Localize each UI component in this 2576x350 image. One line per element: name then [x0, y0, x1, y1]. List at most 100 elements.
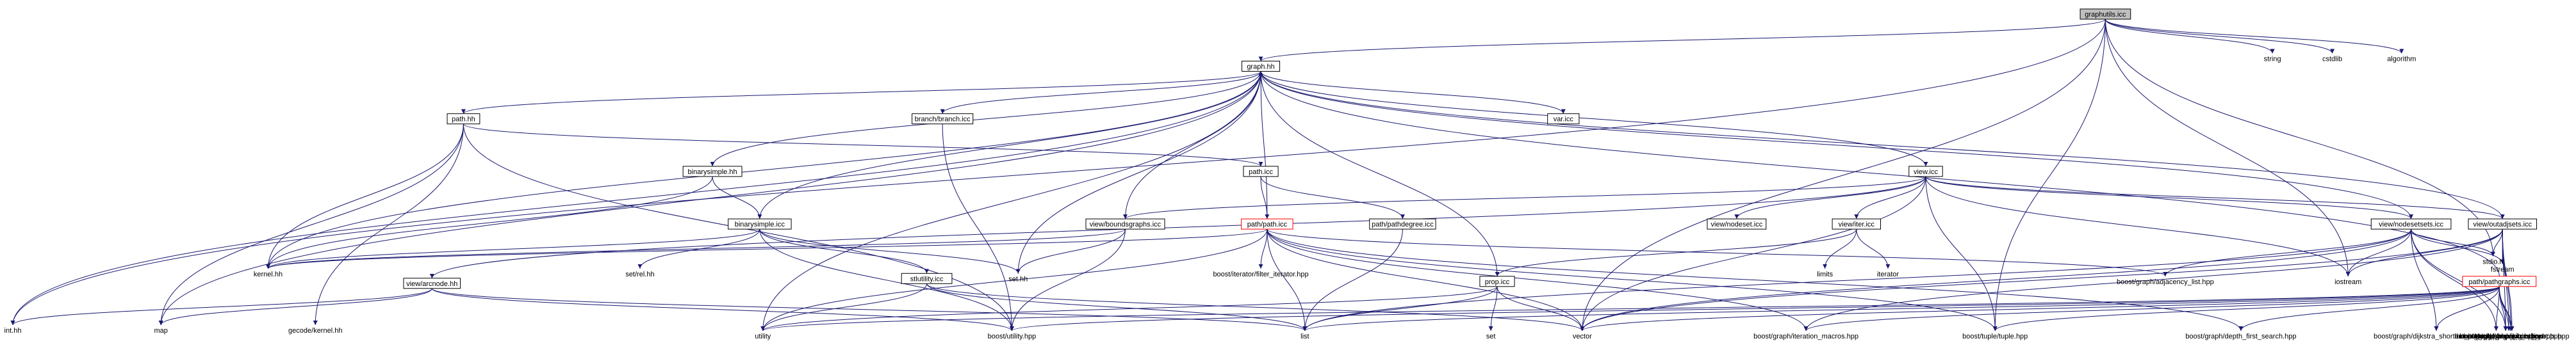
dependency-edge	[2163, 228, 2412, 276]
dependency-edge	[1803, 229, 2503, 331]
node-box	[403, 278, 461, 289]
dependency-edge	[461, 71, 1261, 115]
node-branch-icc[interactable]: branch/branch.icc	[912, 113, 974, 125]
dependency-edge	[158, 71, 1261, 326]
dependency-edge	[1856, 229, 1891, 269]
node-label: kernel.hh	[254, 271, 283, 278]
node-set-hh: set.hh	[1008, 275, 1028, 283]
node-label: graph.hh	[1247, 63, 1274, 70]
node-label: set	[1486, 333, 1496, 340]
node-graph-hh[interactable]: graph.hh	[1242, 60, 1281, 72]
node-binarysimple-hh[interactable]: binarysimple.hh	[682, 166, 742, 177]
node-path-path-icc[interactable]: path/path.icc	[1241, 218, 1293, 230]
node-view-arcnode[interactable]: view/arcnode.hh	[403, 278, 461, 289]
dependency-edge	[1823, 229, 1857, 269]
dependency-edge	[1302, 229, 2412, 331]
node-view-icc[interactable]: view.icc	[1908, 166, 1943, 177]
dependency-edge	[940, 71, 1261, 114]
dependency-edge	[2411, 229, 2505, 264]
node-view-boundsgraphs[interactable]: view/boundsgraphs.icc	[1085, 218, 1165, 230]
node-var-icc[interactable]: var.icc	[1547, 113, 1580, 125]
node-box	[1085, 218, 1165, 230]
dependency-edge	[1580, 19, 2106, 331]
node-box	[901, 273, 953, 284]
dependency-edge	[1260, 71, 1928, 166]
node-iterator: iterator	[1877, 271, 1899, 278]
node-label: vector	[1573, 333, 1592, 340]
node-label: view/arcnode.hh	[406, 280, 457, 288]
dependency-edge	[2104, 19, 2335, 54]
node-label: boost/graph/adjacency_list.hpp	[2117, 278, 2214, 286]
dependency-edge	[1497, 286, 1585, 331]
node-prop-icc[interactable]: prop.icc	[1479, 276, 1515, 287]
node-fstream: fstream	[2491, 266, 2514, 273]
dependency-edges	[10, 19, 2514, 331]
node-boost-visitors: boost/graph/visitors.hpp	[2468, 333, 2543, 340]
dependency-edge	[760, 286, 2500, 331]
dependency-edge	[759, 229, 1014, 331]
node-view-outadjsets[interactable]: view/outadjsets.icc	[2468, 218, 2538, 230]
node-path-pathgraphs[interactable]: path/pathgraphs.icc	[2462, 276, 2537, 287]
node-cstdlib: cstdlib	[2322, 56, 2342, 63]
node-label: view/nodesetsets.icc	[2379, 221, 2443, 228]
node-path-icc[interactable]: path.icc	[1243, 166, 1279, 177]
node-binarysimple-icc[interactable]: binarysimple.icc	[728, 218, 792, 230]
node-label: int.hh	[4, 327, 22, 335]
node-box	[1243, 166, 1279, 177]
node-label: binarysimple.hh	[688, 168, 737, 176]
node-string: string	[2264, 56, 2281, 63]
node-stdio-h: stdio.h	[2482, 258, 2503, 266]
node-box	[682, 166, 742, 177]
node-gecode-kernel: gecode/kernel.hh	[288, 327, 342, 335]
node-label: list	[1300, 333, 1309, 340]
dependency-edge	[10, 288, 432, 326]
node-view-iter[interactable]: view/iter.icc	[1832, 218, 1882, 230]
node-label: algorithm	[2387, 56, 2416, 63]
dependency-edge	[1495, 228, 1857, 276]
dependency-edge	[2104, 19, 2350, 276]
node-view-nodesetsets[interactable]: view/nodesetsets.icc	[2370, 218, 2452, 230]
node-label: boost/graph/graph_utility.hpp	[2464, 333, 2554, 340]
dependency-edge	[158, 288, 432, 326]
node-label: boost/graph/dijkstra_shortest_paths.hpp	[2374, 333, 2499, 340]
dependency-edge	[2493, 286, 2500, 331]
node-boost-dijkstra: boost/graph/dijkstra_shortest_paths.hpp	[2374, 333, 2499, 340]
dependency-edge	[1009, 229, 1126, 331]
dependency-edge	[1580, 229, 2503, 331]
node-set: set	[1486, 333, 1496, 340]
node-path-pathdegree[interactable]: path/pathdegree.icc	[1369, 218, 1436, 230]
node-label: utility	[755, 333, 771, 340]
node-label: binarysimple.icc	[735, 221, 785, 228]
dependency-edge	[429, 176, 1926, 278]
dependency-edge	[760, 283, 928, 331]
dependency-edge	[2411, 229, 2439, 331]
node-graphutils-icc[interactable]: graphutils.icc	[2080, 8, 2131, 20]
dependency-edge	[1258, 71, 1268, 219]
node-label: view/iter.icc	[1839, 221, 1875, 228]
dependency-edge	[266, 228, 1126, 269]
node-path-hh[interactable]: path.hh	[447, 113, 480, 125]
dependency-edge	[1125, 71, 1263, 219]
dependency-edge	[712, 176, 762, 219]
dependency-edge	[1010, 286, 2500, 331]
node-box	[2468, 218, 2538, 230]
dependency-edge	[1803, 286, 2500, 331]
dependency-edge	[1925, 176, 2350, 276]
node-label: stdio.h	[2482, 258, 2503, 266]
dependency-edge	[1302, 229, 1403, 331]
dependency-edge	[463, 123, 1263, 167]
dependency-edge	[1734, 176, 1926, 219]
dependency-edge	[2238, 286, 2500, 331]
node-label: stlutility.icc	[910, 275, 944, 283]
dependency-edge	[1992, 286, 2500, 331]
node-label: boost/graph/topological_sort.hpp	[2459, 333, 2562, 340]
dependency-edge	[1260, 176, 1405, 219]
node-box	[2462, 276, 2537, 287]
dependency-edge	[266, 228, 1268, 269]
node-view-nodeset[interactable]: view/nodeset.icc	[1707, 218, 1767, 230]
node-stlutility[interactable]: stlutility.icc	[901, 273, 953, 284]
dependency-edge	[1854, 176, 1926, 219]
dependency-edge	[313, 123, 464, 326]
node-label: boost/utility.hpp	[988, 333, 1037, 340]
